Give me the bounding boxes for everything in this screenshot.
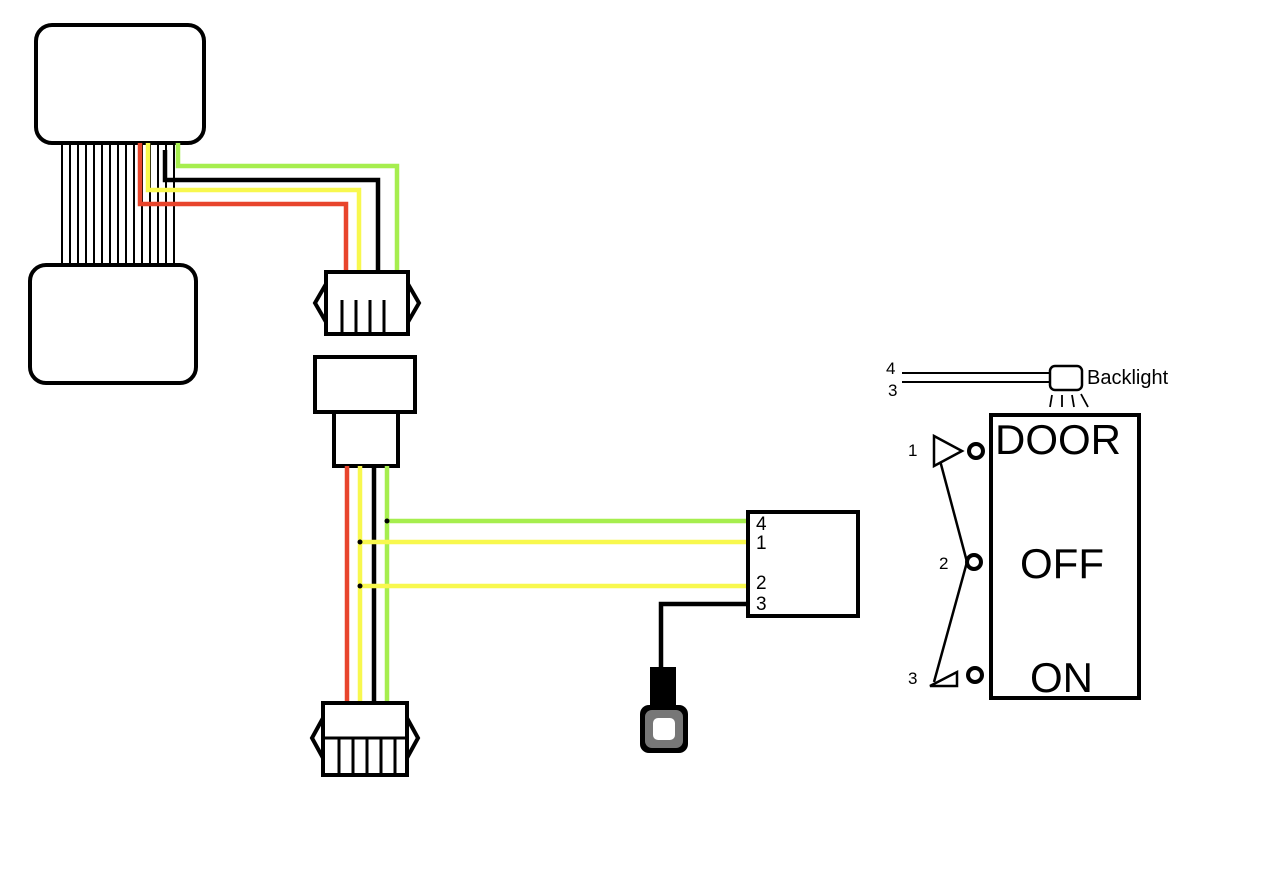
- relay-pin-4-label: 4: [756, 514, 767, 535]
- terminal-2-contact: [965, 553, 983, 571]
- terminal-2-label: 2: [939, 554, 948, 573]
- plug-tab-right: [406, 282, 422, 324]
- switch-housing: [989, 413, 1141, 700]
- plug-tab-left: [312, 282, 328, 324]
- relay-block: 4 1 2 3: [746, 510, 860, 618]
- backlight-pin-3-label: 3: [888, 381, 897, 400]
- relay-pin-3-label: 3: [756, 594, 767, 615]
- ribbon-top-block: [34, 23, 206, 145]
- terminal-1-contact: [967, 442, 985, 460]
- fuse-upper-body: [313, 355, 417, 414]
- backlight-bulb-icon: [1048, 364, 1084, 392]
- plug-connector-icon: [309, 701, 421, 777]
- relay-body: [746, 510, 860, 618]
- terminal-1-arrow: [932, 433, 965, 469]
- plug-tab-left-bottom: [309, 717, 325, 759]
- switch-body: DOOR OFF ON: [989, 413, 1141, 701]
- relay-pin-1-label: 1: [756, 533, 767, 554]
- switch-lever-lower: [932, 561, 969, 683]
- terminal-3-label: 3: [908, 669, 917, 688]
- plug-body-top: [324, 270, 410, 336]
- wire-black-pin3: [658, 601, 748, 668]
- plug-tab-right-bottom: [405, 717, 421, 759]
- switch-position-off: OFF: [1020, 540, 1104, 587]
- switch-terminals: 1 2 3: [908, 433, 985, 688]
- ribbon-bottom-block: [28, 263, 198, 385]
- wire-red-top: [137, 143, 349, 272]
- fuse-lower-body: [332, 410, 400, 468]
- ring-terminal-icon: [640, 667, 688, 753]
- backlight-assembly: 4 3 Backlight: [886, 359, 1169, 408]
- branch-wires: [360, 518, 748, 668]
- terminal-3-arrow: [929, 669, 959, 688]
- ribbon-cable-connector-icon: [28, 23, 206, 385]
- switch-position-door: DOOR: [995, 416, 1121, 463]
- plug-connector-icon: [312, 270, 422, 336]
- backlight-label: Backlight: [1087, 367, 1169, 389]
- backlight-pin-4-label: 4: [886, 359, 895, 378]
- terminal-3-contact: [966, 666, 984, 684]
- inline-fuse-icon: [313, 355, 417, 468]
- switch-lever-upper: [936, 452, 969, 563]
- terminal-1-label: 1: [908, 441, 917, 460]
- backlight-rays: [1049, 393, 1089, 408]
- splice-dots: [357, 518, 390, 589]
- ring-terminal-crimp: [650, 667, 676, 707]
- wires-ribbon-to-connector: [137, 143, 400, 272]
- ring-terminal-hole: [653, 718, 675, 740]
- switch-position-on: ON: [1030, 654, 1093, 701]
- wire-yellow-top: [145, 143, 362, 272]
- relay-pin-2-label: 2: [756, 573, 767, 594]
- wire-black-top: [162, 150, 381, 272]
- wire-green-top: [175, 143, 400, 272]
